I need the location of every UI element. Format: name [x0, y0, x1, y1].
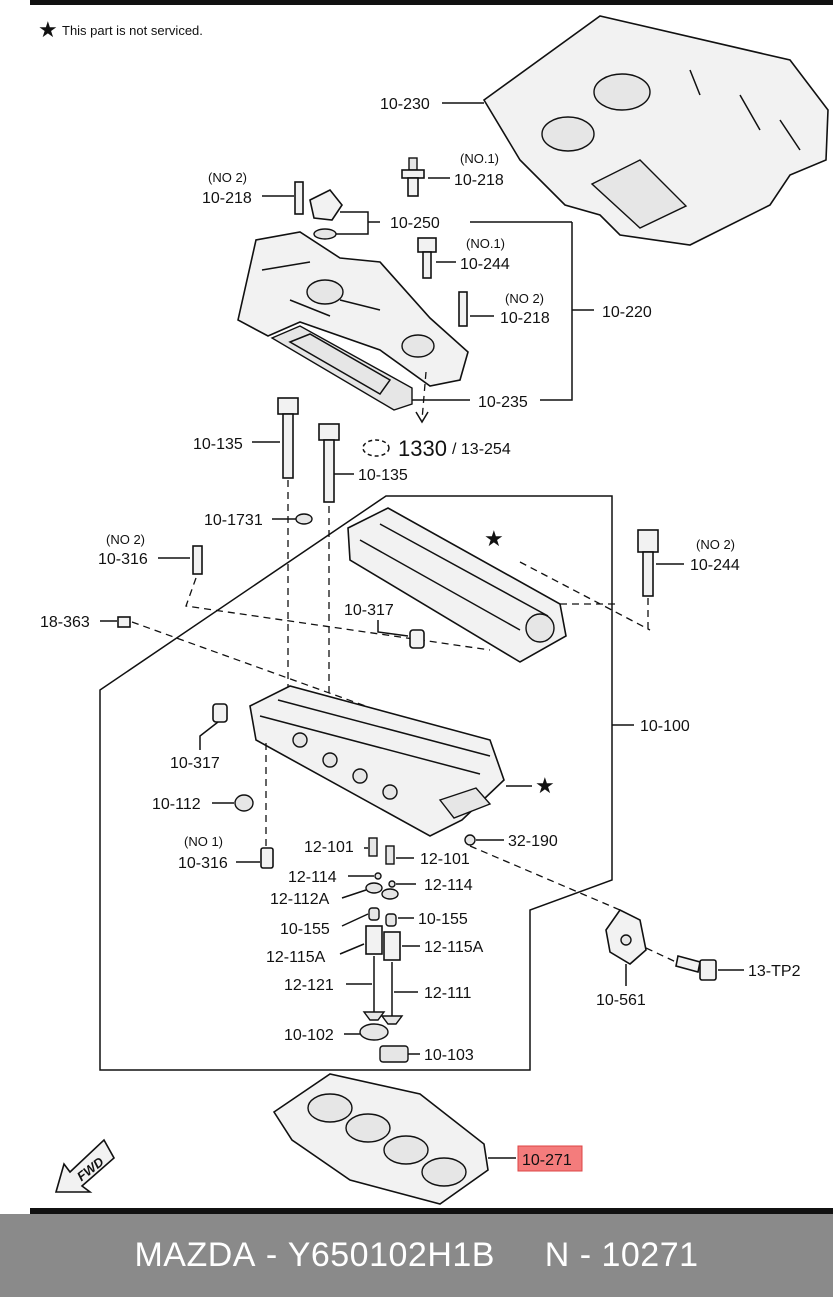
label-10-218-no1: 10-218: [454, 172, 504, 189]
bracket-10-561: [605, 908, 647, 965]
label-10-316-no1: 10-316: [178, 855, 228, 872]
label-10-561: 10-561: [596, 992, 646, 1009]
label-10-250: 10-250: [390, 215, 440, 232]
label-10-244-no1: 10-244: [460, 256, 510, 273]
label-13-tp2: 13-TP2: [748, 963, 801, 980]
label-12-101-a: 12-101: [304, 839, 354, 856]
label-10-235: 10-235: [478, 394, 528, 411]
valve-train-parts: [359, 837, 409, 1063]
footer-ref: N - 10271: [544, 1236, 699, 1274]
dowel-10-317-left: [212, 703, 228, 723]
top-border: [30, 0, 833, 5]
label-10-102: 10-102: [284, 1027, 334, 1044]
label-10-1731: 10-1731: [204, 512, 263, 529]
star-cylinder-head: ★: [535, 773, 555, 798]
not-serviced-note: This part is not serviced.: [62, 23, 203, 38]
label-12-114-a: 12-114: [288, 869, 337, 886]
label-10-135-b: 10-135: [358, 467, 408, 484]
label-12-101-b: 12-101: [420, 851, 470, 868]
highlight-box: [517, 1145, 583, 1172]
label-10-317-left: 10-317: [170, 755, 220, 772]
plug-32-190: [464, 834, 476, 846]
camshaft-carrier: [347, 507, 567, 663]
fwd-arrow-icon: [54, 1138, 116, 1193]
footer-bar: MAZDA - Y650102H1B N - 10271: [0, 1214, 833, 1297]
label-12-114-b: 12-114: [424, 877, 473, 894]
label-10-317-top: 10-317: [344, 602, 394, 619]
footer-part-number: Y650102H1B: [287, 1236, 495, 1274]
label-12-115a-a: 12-115A: [266, 949, 326, 966]
label-10-100: 10-100: [640, 718, 690, 735]
label-10-316-no1-tag: (NO 1): [184, 834, 223, 849]
label-10-271[interactable]: 10-271: [522, 1152, 572, 1169]
label-12-111: 12-111: [424, 985, 472, 1002]
o-ring-10-1731: [295, 513, 313, 525]
star-camshaft-carrier: ★: [484, 526, 504, 551]
label-10-218-no1-tag: (NO.1): [460, 151, 499, 166]
head-gasket: [272, 1073, 489, 1205]
stud-bolt-right: [458, 291, 468, 327]
label-18-363: 18-363: [40, 614, 90, 631]
bolt-13-tp2: [675, 955, 717, 981]
cover-bolt-no2: [637, 529, 659, 597]
star-symbol: ★: [38, 17, 58, 42]
footer-brand: MAZDA: [134, 1236, 256, 1274]
label-10-316-no2: 10-316: [98, 551, 148, 568]
label-10-155-a: 10-155: [280, 921, 330, 938]
label-12-121: 12-121: [284, 977, 334, 994]
cylinder-head-assembly-frame: [99, 495, 613, 1071]
label-12-112a: 12-112A: [270, 891, 330, 908]
label-10-244-no2-tag: (NO 2): [696, 537, 735, 552]
stud-bolt-left: [294, 181, 304, 215]
label-10-218-no2b: 10-218: [500, 310, 550, 327]
label-10-220: 10-220: [602, 304, 652, 321]
label-1330: 1330: [398, 436, 447, 461]
bottom-border: [30, 1208, 833, 1214]
cover-bolt-no1: [417, 237, 437, 279]
exploded-parts-diagram: ★ This part is not serviced. 10-230 (NO.…: [30, 0, 833, 1214]
head-cover-gasket: [270, 325, 413, 411]
label-10-230: 10-230: [380, 96, 430, 113]
label-10-218-no2b-tag: (NO 2): [505, 291, 544, 306]
engine-cover: [482, 15, 829, 246]
label-10-218-no2-tag: (NO 2): [208, 170, 247, 185]
label-10-316-no2-tag: (NO 2): [106, 532, 145, 547]
breather-bolt: [401, 157, 425, 197]
label-13-254: / 13-254: [452, 441, 511, 458]
oil-filler-cap: [309, 188, 343, 240]
label-10-103: 10-103: [424, 1047, 474, 1064]
label-10-135-a: 10-135: [193, 436, 243, 453]
label-12-115a-b: 12-115A: [424, 939, 484, 956]
label-10-112: 10-112: [152, 796, 201, 813]
head-bolt-b: [318, 423, 340, 503]
label-10-244-no2: 10-244: [690, 557, 740, 574]
dowel-10-317-top: [409, 629, 425, 649]
stud-10-316-no2: [192, 545, 203, 575]
cylinder-head: [249, 685, 505, 837]
plug-10-112: [234, 794, 254, 812]
label-10-218-no2: 10-218: [202, 190, 252, 207]
plug-18-363: [117, 616, 131, 628]
label-32-190: 32-190: [508, 833, 558, 850]
dowel-10-316-no1: [260, 847, 274, 869]
label-10-244-no1-tag: (NO.1): [466, 236, 505, 251]
cylinder-head-cover: [237, 231, 469, 387]
head-bolt-a: [277, 397, 299, 479]
label-10-155-b: 10-155: [418, 911, 468, 928]
